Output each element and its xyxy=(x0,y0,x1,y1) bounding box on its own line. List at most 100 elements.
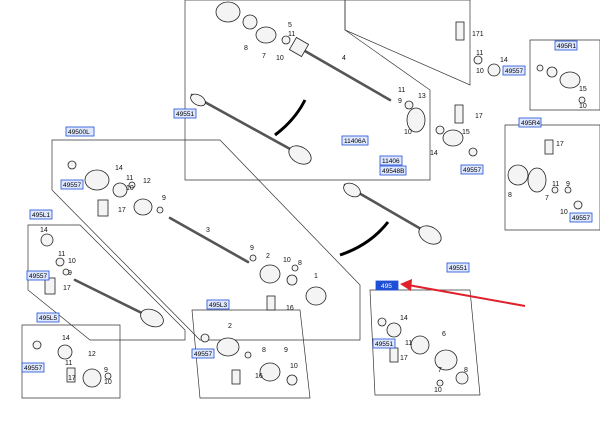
ref-495R4[interactable]: 495R4 xyxy=(518,117,542,128)
ref-49551-upper[interactable]: 49551 xyxy=(173,108,197,119)
callout-15: 15 xyxy=(462,129,470,136)
callout-9-L5: 9 xyxy=(104,367,108,374)
parts-49500L-group xyxy=(67,160,327,311)
shaft-middle-upper xyxy=(190,93,312,165)
callout-8-L3: 8 xyxy=(262,347,266,354)
callout-9-L2: 9 xyxy=(250,245,254,252)
svg-text:49551: 49551 xyxy=(375,341,393,348)
parts-495-group xyxy=(377,317,469,387)
callout-9-L1: 9 xyxy=(68,270,72,277)
ref-495L5[interactable]: 495L5 xyxy=(36,312,60,323)
ref-49557-top[interactable]: 49557 xyxy=(502,65,526,76)
shaft-49500L xyxy=(168,216,250,264)
group-box-49500L xyxy=(51,139,361,341)
parts-495L5-group xyxy=(32,340,112,388)
callout-14-495: 14 xyxy=(400,315,408,322)
callout-10-L: 10 xyxy=(126,185,134,192)
parts-top-group xyxy=(215,1,501,157)
callout-9: 9 xyxy=(398,98,402,105)
svg-text:495: 495 xyxy=(381,283,392,290)
callout-17-L1: 17 xyxy=(63,285,71,292)
svg-text:49557: 49557 xyxy=(24,365,42,372)
callout-1: 1 xyxy=(314,273,318,280)
callout-15-right: 15 xyxy=(579,86,587,93)
svg-text:49551: 49551 xyxy=(449,265,467,272)
ref-49500L[interactable]: 49500L xyxy=(65,126,95,137)
svg-text:495L1: 495L1 xyxy=(32,212,50,219)
svg-text:49557: 49557 xyxy=(505,68,523,75)
callout-12-L5: 12 xyxy=(88,351,96,358)
ref-11406A[interactable]: 11406A xyxy=(341,135,369,146)
callout-numbers: 171 5 11 8 7 10 4 11 14 10 11 13 9 17 10… xyxy=(40,22,587,394)
callout-6-495: 6 xyxy=(442,331,446,338)
ref-495L3[interactable]: 495L3 xyxy=(206,299,230,310)
group-box-top xyxy=(184,0,431,181)
highlight-arrow xyxy=(400,279,526,307)
callout-11b: 11 xyxy=(476,50,483,57)
parts-right-group xyxy=(507,64,586,210)
callout-7: 7 xyxy=(262,53,266,60)
svg-text:49500L: 49500L xyxy=(68,129,90,136)
callout-8: 8 xyxy=(244,45,248,52)
svg-text:495L5: 495L5 xyxy=(39,315,57,322)
callout-2: 2 xyxy=(266,253,270,260)
group-box-right-1 xyxy=(529,39,600,111)
callout-4: 4 xyxy=(342,55,346,62)
callout-10-495: 10 xyxy=(434,387,442,394)
callout-10c: 10 xyxy=(404,129,412,136)
callout-10: 10 xyxy=(276,55,284,62)
ref-49557-L5[interactable]: 49557 xyxy=(21,362,45,373)
group-box-right-2 xyxy=(504,124,600,231)
callout-17-495: 17 xyxy=(400,355,408,362)
callout-11: 11 xyxy=(288,31,295,38)
parts-495L1-group xyxy=(40,233,70,295)
callout-9-L3: 9 xyxy=(284,347,288,354)
ref-49557-L1[interactable]: 49557 xyxy=(26,270,50,281)
callout-11-L5: 11 xyxy=(65,360,72,367)
ref-49557-L3[interactable]: 49557 xyxy=(191,348,215,359)
callout-17-L: 17 xyxy=(118,207,126,214)
callout-7-right: 7 xyxy=(545,195,549,202)
callout-10-right-b: 10 xyxy=(560,209,568,216)
callout-14b: 14 xyxy=(430,150,438,157)
callout-9-L: 9 xyxy=(162,195,166,202)
svg-text:49551: 49551 xyxy=(176,111,194,118)
ref-49557-mid[interactable]: 49557 xyxy=(460,164,484,175)
svg-text:49557: 49557 xyxy=(29,273,47,280)
callout-11-L: 11 xyxy=(126,175,133,182)
group-box-495L3 xyxy=(191,309,311,399)
callout-10-L2: 10 xyxy=(283,257,291,264)
group-box-495L1 xyxy=(27,224,186,341)
callout-11-right: 11 xyxy=(552,181,559,188)
callout-13: 13 xyxy=(418,93,426,100)
callout-171: 171 xyxy=(472,31,484,38)
ref-49551-495[interactable]: 49551 xyxy=(372,338,396,349)
ref-495-highlight[interactable]: 495 xyxy=(375,280,399,291)
svg-text:495R4: 495R4 xyxy=(521,120,541,127)
callout-17-L5: 17 xyxy=(68,375,76,382)
ref-49551-lower[interactable]: 49551 xyxy=(446,262,470,273)
reference-tags: 495R1 49557 49551 495R4 11406A 11406 495… xyxy=(21,40,593,373)
ref-49557-right[interactable]: 49557 xyxy=(569,212,593,223)
shaft-middle-lower xyxy=(343,182,442,245)
ref-495R1[interactable]: 495R1 xyxy=(554,40,578,51)
ref-49548B[interactable]: 49548B xyxy=(379,165,407,176)
callout-12-L: 12 xyxy=(143,178,151,185)
svg-text:49557: 49557 xyxy=(63,182,81,189)
callout-9-right: 9 xyxy=(566,181,570,188)
separator-curve-upper xyxy=(274,99,307,137)
shaft-upper xyxy=(288,36,392,102)
ref-495L1[interactable]: 495L1 xyxy=(29,209,53,220)
parts-495L3-group xyxy=(200,333,298,386)
svg-text:495R1: 495R1 xyxy=(557,43,577,50)
callout-14-L5: 14 xyxy=(62,335,70,342)
callout-17: 17 xyxy=(475,113,483,120)
ref-11406[interactable]: 11406 xyxy=(379,155,403,166)
callout-14-L1: 14 xyxy=(40,227,48,234)
group-box-top-right xyxy=(344,0,471,86)
svg-text:11406A: 11406A xyxy=(344,138,367,145)
svg-text:49548B: 49548B xyxy=(382,168,404,175)
callout-11-L1: 11 xyxy=(58,251,65,258)
ref-49557-L[interactable]: 49557 xyxy=(60,179,84,190)
